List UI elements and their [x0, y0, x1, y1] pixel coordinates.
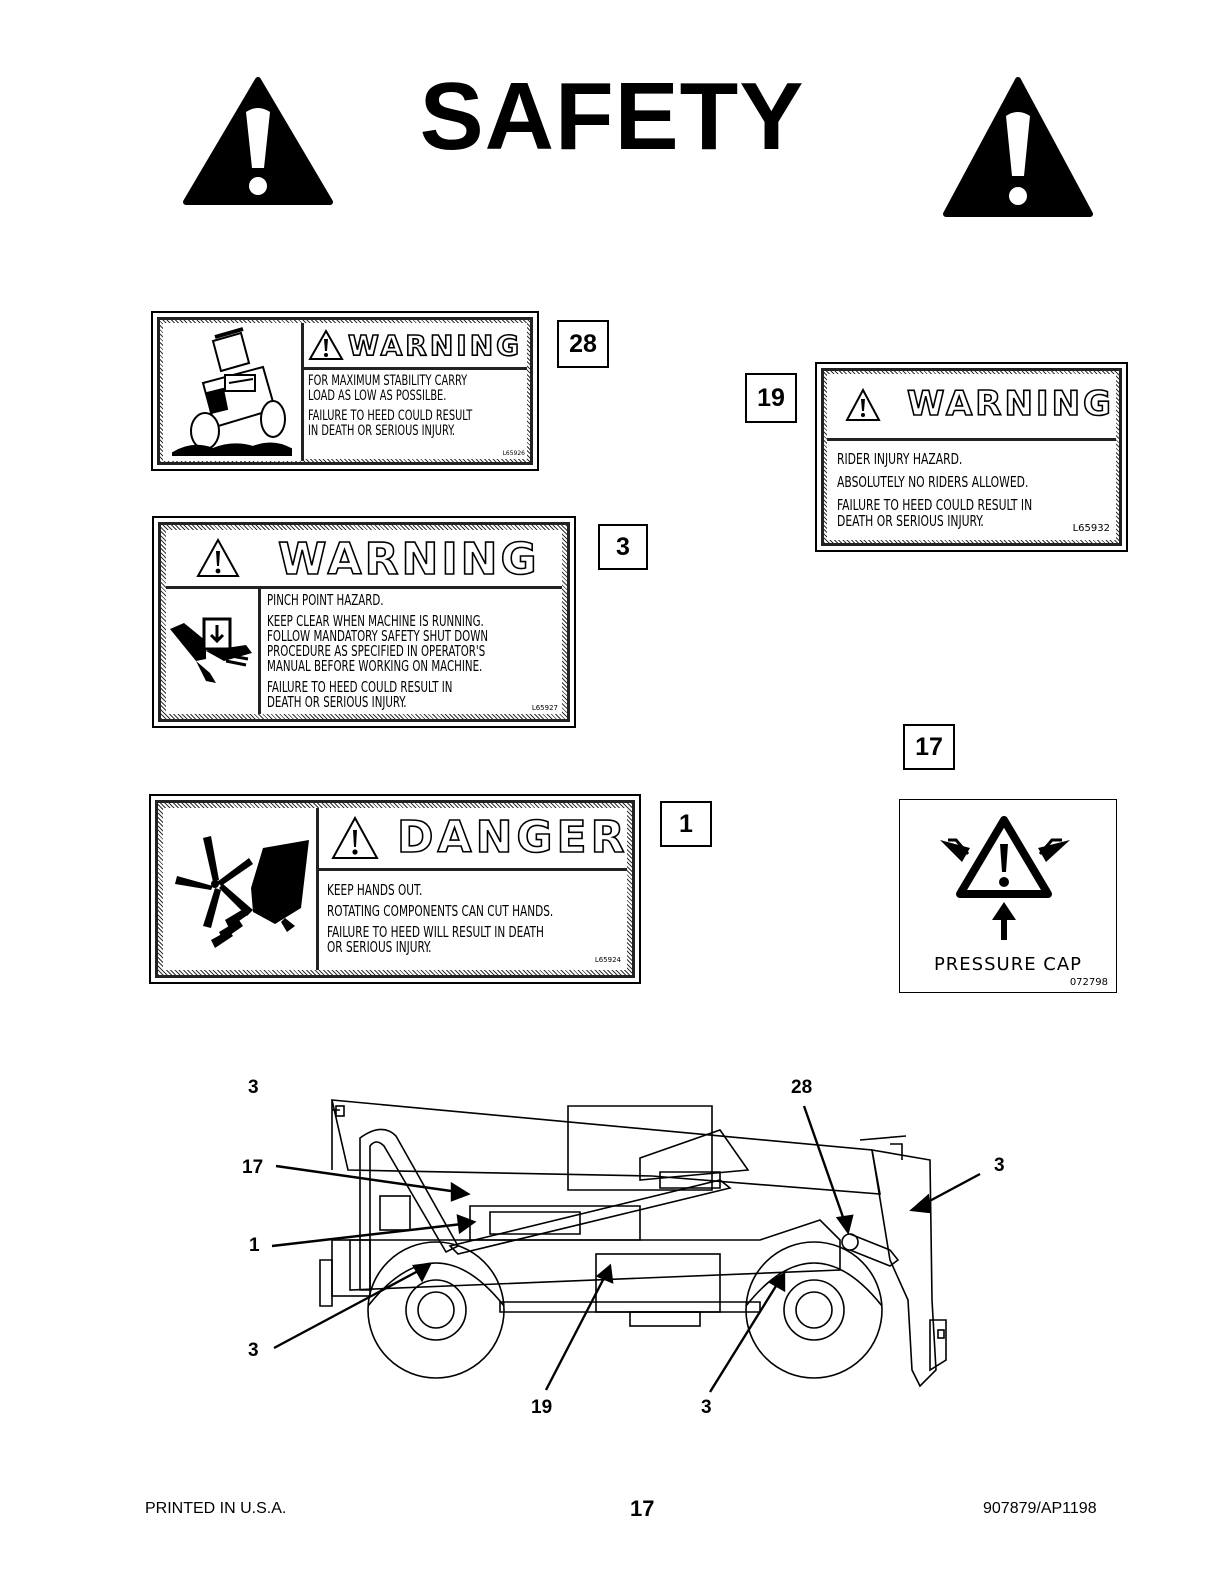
callout-17: 17 [903, 724, 955, 770]
diagram-label-1: 1 [249, 1235, 260, 1256]
decal-pressure-cap: PRESSURE CAP 072798 [899, 799, 1117, 993]
diagram-label-28: 28 [791, 1077, 813, 1098]
diagram-label-17: 17 [242, 1157, 264, 1178]
pinch-hand-icon [170, 617, 252, 683]
diagram-label-3-bottom: 3 [701, 1397, 712, 1418]
alert-symbol-icon [845, 388, 881, 421]
decal-28-line-3: FAILURE TO HEED COULD RESULT [308, 408, 473, 424]
alert-symbol-icon [308, 329, 344, 360]
decal-17-code: 072798 [1069, 977, 1108, 988]
rotating-fan-hand-icon [175, 836, 309, 948]
callout-28: 28 [557, 320, 609, 368]
page-title: SAFETY [419, 63, 805, 170]
decal-rider-warning: WARNING RIDER INJURY HAZARD. ABSOLUTELY … [815, 362, 1128, 552]
callout-3: 3 [598, 524, 648, 570]
diagram-label-3-left-wheel: 3 [248, 1340, 259, 1361]
alert-symbol-icon [196, 538, 240, 577]
decal-3-line-3: FOLLOW MANDATORY SAFETY SHUT DOWN [267, 627, 489, 645]
decal-stability-warning: WARNING FOR MAXIMUM STABILITY CARRY LOAD… [151, 311, 539, 471]
decal-28-header: WARNING [347, 328, 523, 363]
decal-3-line-7: DEATH OR SERIOUS INJURY. [267, 693, 407, 711]
pressure-warning-icon [940, 816, 1070, 940]
diagram-label-3-right: 3 [994, 1155, 1005, 1176]
decal-3-line-6: FAILURE TO HEED COULD RESULT IN [267, 678, 453, 696]
telehandler-diagram [271, 1099, 981, 1393]
decal-1-line-1: KEEP HANDS OUT. [327, 881, 423, 899]
decal-19-line-4: DEATH OR SERIOUS INJURY. [837, 512, 984, 530]
decal-3-line-4: PROCEDURE AS SPECIFIED IN OPERATOR'S [267, 642, 486, 660]
alert-symbol-icon [331, 816, 379, 859]
decal-1-header: DANGER [396, 811, 629, 864]
pressure-cap-label: PRESSURE CAP [933, 954, 1083, 975]
decal-19-line-2: ABSOLUTELY NO RIDERS ALLOWED. [837, 473, 1029, 491]
diagram-label-19: 19 [531, 1397, 553, 1418]
decal-28-code: L65926 [502, 450, 525, 457]
decal-19-code: L65932 [1072, 523, 1110, 534]
decal-1-line-4: OR SERIOUS INJURY. [327, 938, 432, 956]
warning-triangle-left-icon [183, 77, 333, 205]
decal-3-line-1: PINCH POINT HAZARD. [267, 591, 384, 609]
decal-1-code: L65924 [594, 956, 621, 964]
footer-printed-in: PRINTED IN U.S.A. [145, 1500, 287, 1517]
diagram-label-3-top-left: 3 [248, 1077, 259, 1098]
decal-1-line-3: FAILURE TO HEED WILL RESULT IN DEATH [327, 923, 544, 941]
decal-19-line-3: FAILURE TO HEED COULD RESULT IN [837, 496, 1033, 514]
decal-28-line-4: IN DEATH OR SERIOUS INJURY. [308, 423, 456, 439]
decal-1-line-2: ROTATING COMPONENTS CAN CUT HANDS. [327, 902, 554, 920]
footer-document-code: 907879/AP1198 [983, 1500, 1097, 1517]
callout-1: 1 [660, 801, 712, 847]
tipping-tractor-icon [172, 327, 292, 456]
decal-rotating-danger: DANGER KEEP HANDS OUT. ROTATING COMPONEN… [149, 794, 641, 984]
decal-19-header: WARNING [906, 383, 1114, 425]
decal-3-line-2: KEEP CLEAR WHEN MACHINE IS RUNNING. [267, 612, 484, 630]
decal-28-line-1: FOR MAXIMUM STABILITY CARRY [308, 373, 468, 389]
decal-3-code: L65927 [531, 704, 558, 712]
decal-28-line-2: LOAD AS LOW AS POSSILBE. [308, 388, 447, 404]
decal-3-line-5: MANUAL BEFORE WORKING ON MACHINE. [267, 657, 483, 675]
decal-pinch-point-warning: WARNING PINCH POINT HAZARD. KEEP CLEAR W… [152, 516, 576, 728]
decal-3-header: WARNING [277, 533, 540, 586]
warning-triangle-right-icon [943, 77, 1093, 217]
page-number: 17 [630, 1496, 655, 1521]
decal-19-line-1: RIDER INJURY HAZARD. [837, 450, 963, 468]
callout-19: 19 [745, 373, 797, 423]
